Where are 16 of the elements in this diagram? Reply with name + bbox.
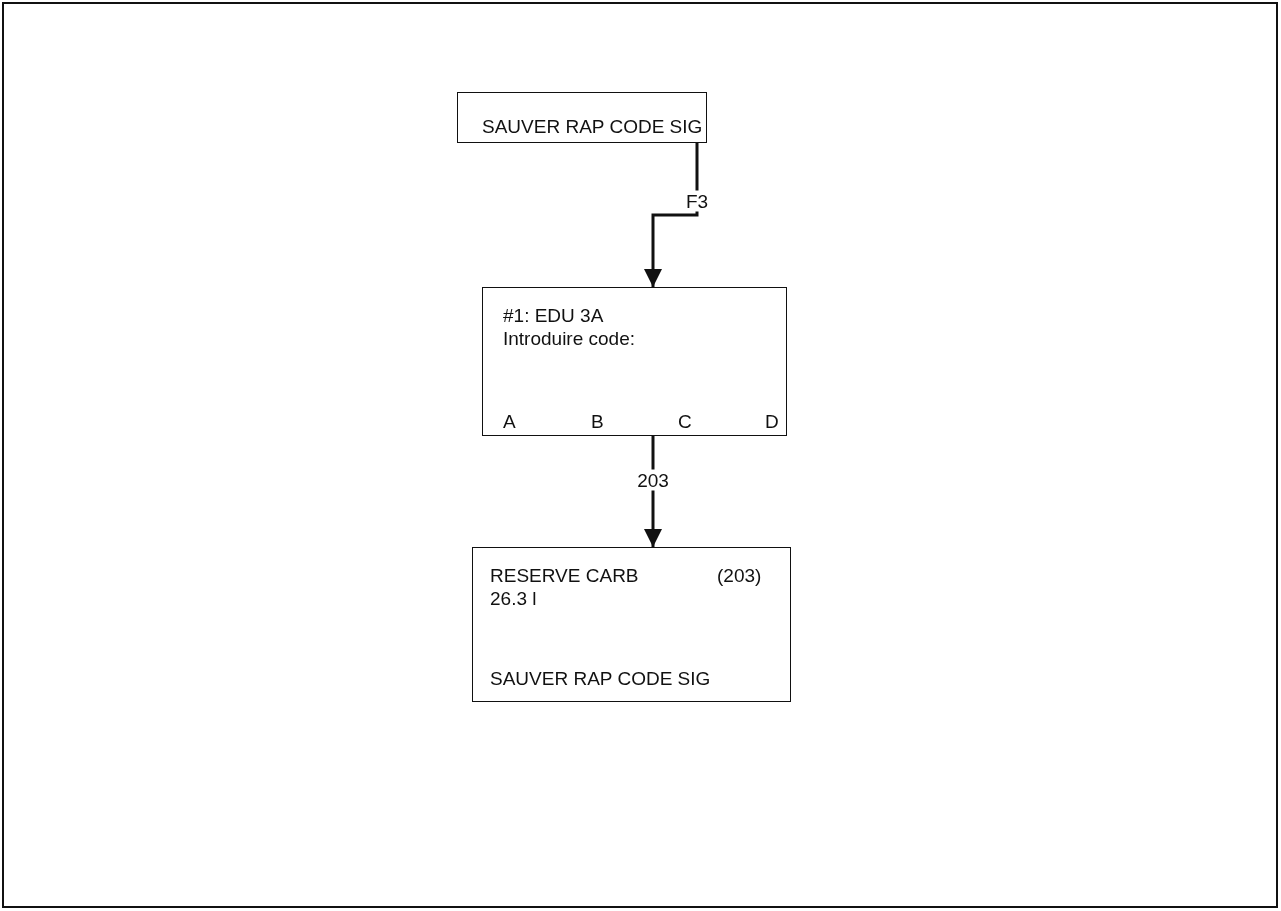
status-text: RESERVE CARB (490, 566, 639, 585)
softkey-label: C (678, 412, 692, 431)
display-screen-box (472, 547, 791, 702)
softkey-label: A (503, 412, 516, 431)
softkey-label: D (765, 412, 779, 431)
edge-label: 203 (635, 469, 671, 491)
screen-text: #1: EDU 3A (503, 306, 604, 325)
arrow (644, 143, 699, 287)
display-screen-box (482, 287, 787, 436)
display-screen-box (457, 92, 707, 143)
value-text: 26.3 l (490, 589, 537, 608)
code-text: (203) (717, 566, 762, 585)
status-text: SAUVER RAP CODE SIG (482, 117, 703, 136)
softkey-label: B (591, 412, 604, 431)
prompt-text: Introduire code: (503, 329, 636, 348)
status-text: SAUVER RAP CODE SIG (490, 669, 711, 688)
